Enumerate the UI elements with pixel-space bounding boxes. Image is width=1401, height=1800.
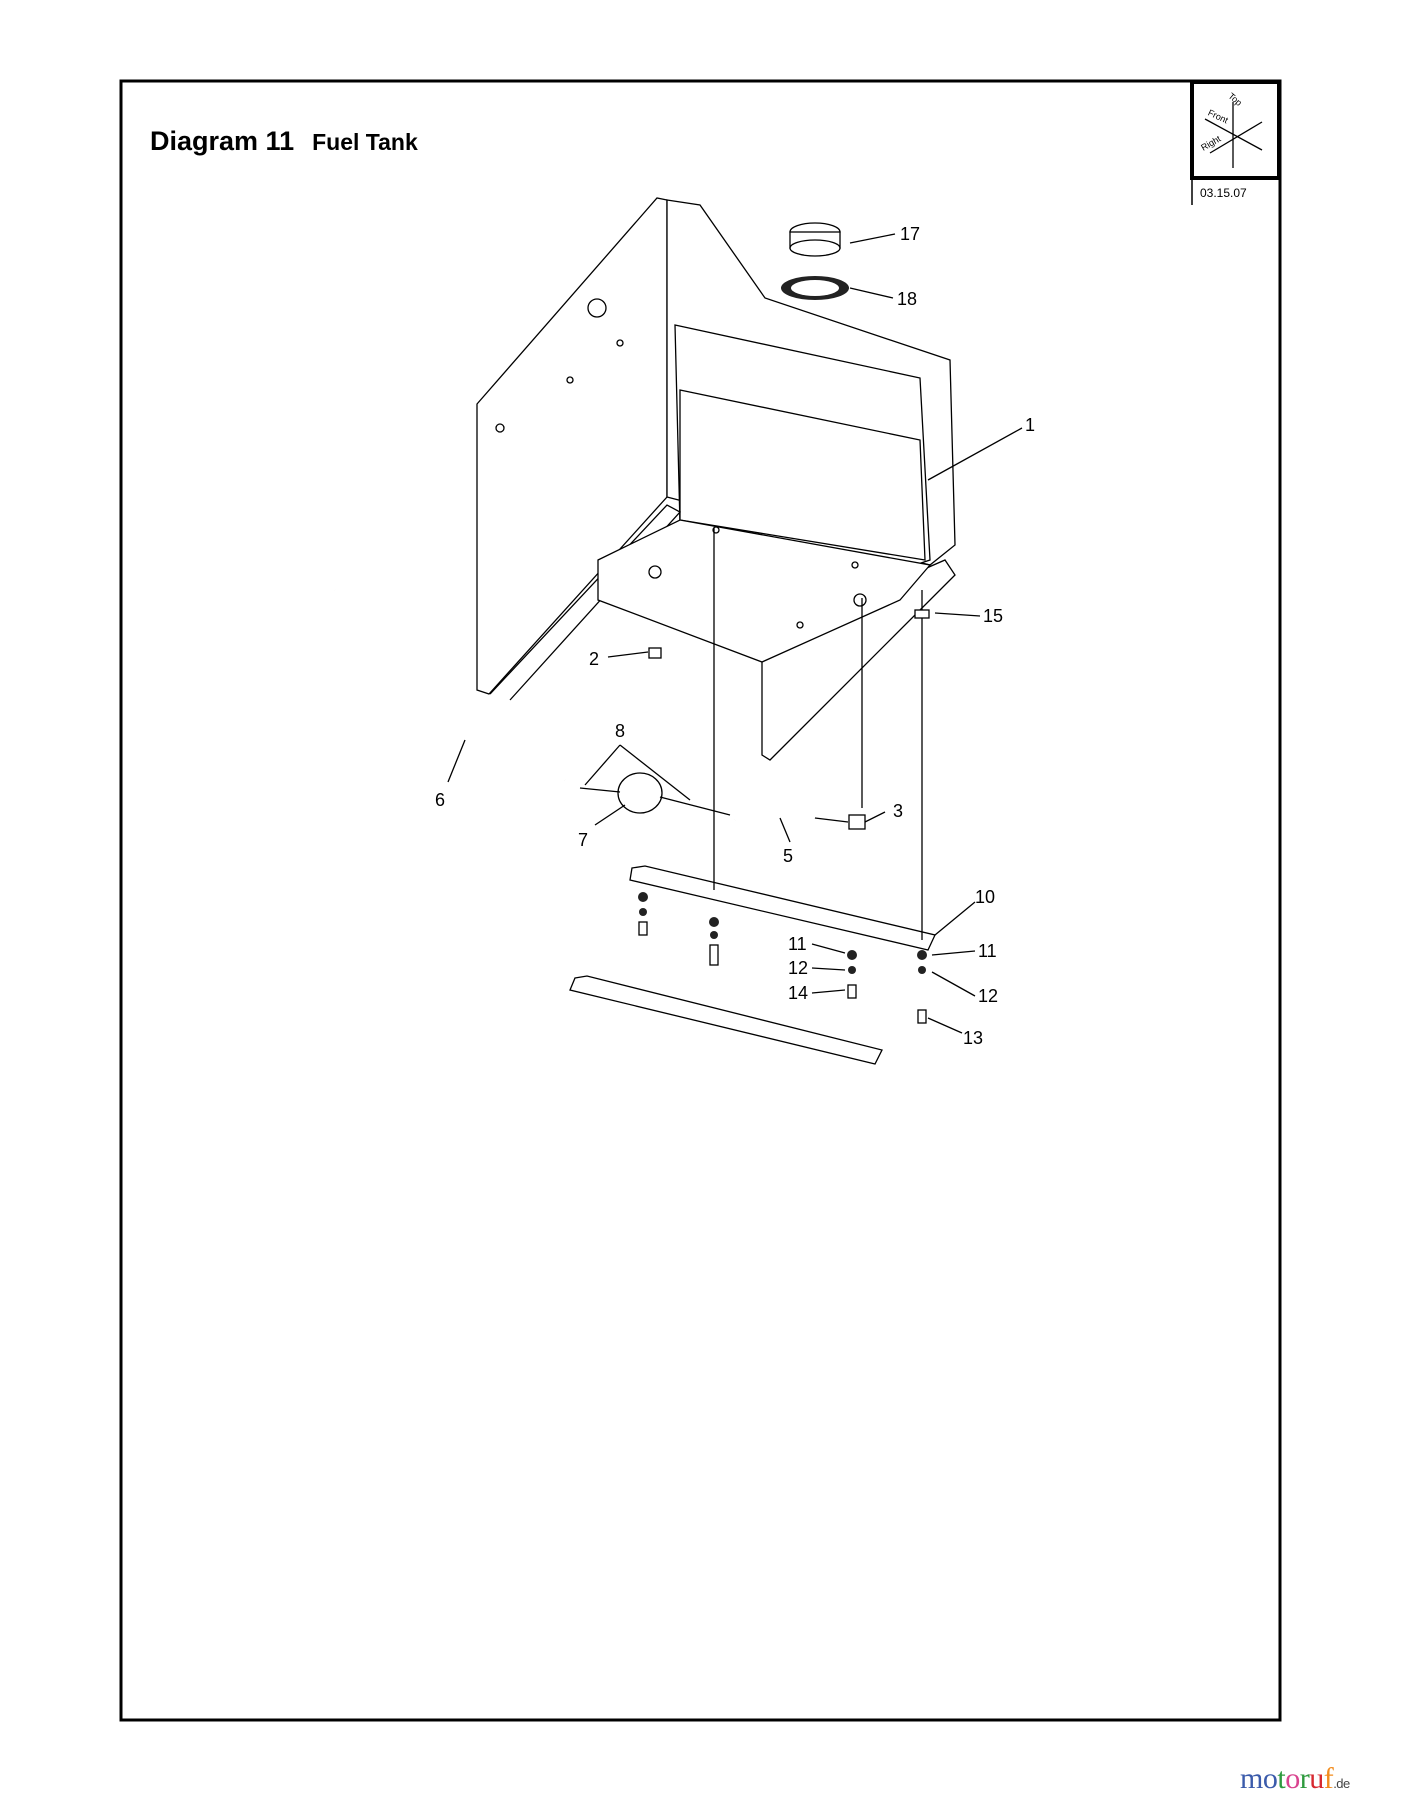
section-title: Fuel Tank — [312, 129, 418, 155]
callout-12b: 12 — [978, 986, 998, 1006]
callout-12: 12 — [788, 958, 808, 978]
motoruf-logo: motoruf.de — [1240, 1762, 1350, 1795]
axis-front-icon — [1204, 118, 1263, 151]
page-frame — [119, 79, 1282, 1722]
revision-date: 03.15.07 — [1200, 186, 1247, 200]
callout-5: 5 — [783, 846, 793, 866]
callout-14: 14 — [788, 983, 808, 1003]
leader-lines — [447, 233, 1023, 1034]
hardware — [638, 528, 930, 1024]
callout-7: 7 — [578, 830, 588, 850]
gasket-part-18 — [781, 276, 849, 300]
fuel-cap-part-17 — [789, 222, 841, 257]
callout-8: 8 — [615, 721, 625, 741]
callout-1: 1 — [1025, 415, 1035, 435]
callout-3: 3 — [893, 801, 903, 821]
callout-13: 13 — [963, 1028, 983, 1048]
callout-17: 17 — [900, 224, 920, 244]
callout-18: 18 — [897, 289, 917, 309]
callout-2: 2 — [589, 649, 599, 669]
callout-10: 10 — [975, 887, 995, 907]
callout-11: 11 — [788, 934, 807, 954]
axis-right-icon — [1209, 121, 1263, 154]
hose-part-5 — [734, 804, 849, 823]
orientation-box: Top Front Right — [1190, 80, 1281, 205]
callout-15: 15 — [983, 606, 1003, 626]
tank-frame-part-1 — [476, 197, 956, 761]
callout-6: 6 — [435, 790, 445, 810]
fuel-filter-part-7 — [579, 772, 731, 816]
bracket-part-10 — [629, 865, 936, 951]
diagram-label: Diagram 11 — [150, 126, 295, 156]
page-title: Diagram 11 Fuel Tank — [150, 126, 418, 157]
callout-labels: 17 18 1 15 2 8 6 7 3 5 10 11 11 12 12 14… — [435, 224, 1035, 1048]
fuel-line-part-6 — [334, 587, 566, 783]
elbow-part-3 — [848, 814, 866, 830]
lower-bracket — [569, 975, 883, 1065]
callout-11b: 11 — [978, 941, 997, 961]
